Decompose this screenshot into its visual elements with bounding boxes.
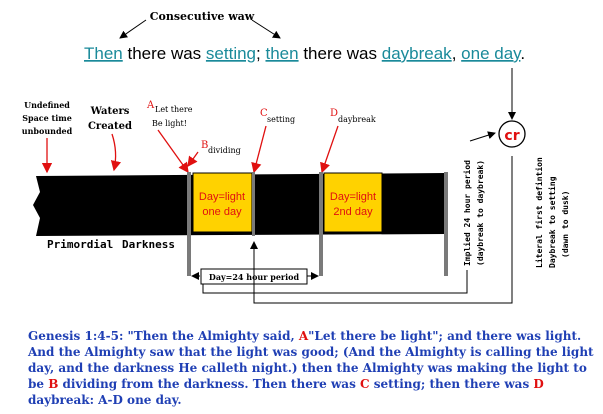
post-a (187, 172, 191, 276)
literal-bracket (250, 156, 513, 304)
arrow-d (320, 125, 339, 174)
caption-ref-a: A (298, 329, 309, 343)
implied-bracket (202, 270, 468, 294)
label-a-text: Let there Be light! (152, 105, 193, 128)
label-d-text: daybreak (338, 115, 376, 124)
label-b-text: dividing (208, 146, 241, 155)
label-d-letter: D (330, 108, 338, 119)
day2-label-line2: 2nd day (333, 206, 373, 218)
literal-label-line3: (dawn to dusk) (561, 191, 570, 258)
waw-arrow-left (119, 19, 147, 39)
consecutive-waw-label: Consecutive waw (150, 10, 255, 23)
svg-text:unbounded: unbounded (22, 126, 73, 136)
undefined-label: Undefined Space time unbounded (22, 100, 73, 136)
svg-text:Undefined: Undefined (24, 100, 70, 110)
implied-label-line2: (daybreak to daybreak) (476, 160, 485, 266)
day2-label-line1: Day=light (330, 191, 376, 203)
post-end (444, 172, 448, 276)
darkness-label: Darkness (122, 238, 175, 251)
label-a-letter: A (146, 100, 155, 111)
headline-one-day: one day (461, 44, 522, 63)
day1-label-line2: one day (202, 206, 242, 218)
headline-sentence: Then there was setting; then there was d… (84, 44, 525, 63)
primordial-label: Primordial (47, 238, 113, 251)
headline-setting: setting (206, 44, 256, 63)
genesis-caption: Genesis 1:4-5: "Then the Almighty said, … (28, 329, 594, 407)
day2-box (323, 172, 383, 233)
waw-arrow-right (251, 19, 281, 39)
caption-ref-d: D (533, 377, 544, 391)
circle-symbol (498, 120, 526, 148)
waters-created-label: Waters Created (88, 106, 132, 132)
arrow-c (251, 125, 267, 174)
implied-label-line1: Implied 24 hour period (462, 160, 472, 266)
arrow-a (157, 129, 189, 174)
label-c-text: setting (267, 115, 295, 124)
arrow-waters (110, 133, 122, 172)
post-c (252, 172, 255, 236)
literal-label-line2: Daybreak to setting (547, 176, 557, 268)
svg-text:Space time: Space time (22, 113, 72, 123)
circle-arrow (469, 131, 496, 142)
svg-text:Be light!: Be light! (152, 119, 187, 128)
day1-label-line1: Day=light (199, 191, 245, 203)
svg-text:Waters: Waters (90, 106, 130, 117)
arrow-b (187, 151, 199, 168)
post-d (319, 172, 323, 276)
day1-box (192, 172, 253, 233)
headline-then-2: then (265, 44, 298, 63)
caption-ref-c: C (360, 377, 370, 391)
circle-symbol-text: cr (504, 128, 519, 144)
caption-ref-b: B (48, 377, 59, 391)
literal-label-line1: Literal first defintion (534, 157, 544, 268)
headline-then-1: Then (84, 44, 123, 63)
label-b-letter: B (201, 140, 208, 151)
headline-daybreak: daybreak (382, 44, 452, 63)
label-c-letter: C (260, 108, 268, 119)
svg-text:Let there: Let there (155, 105, 193, 114)
svg-text:Created: Created (88, 121, 132, 132)
